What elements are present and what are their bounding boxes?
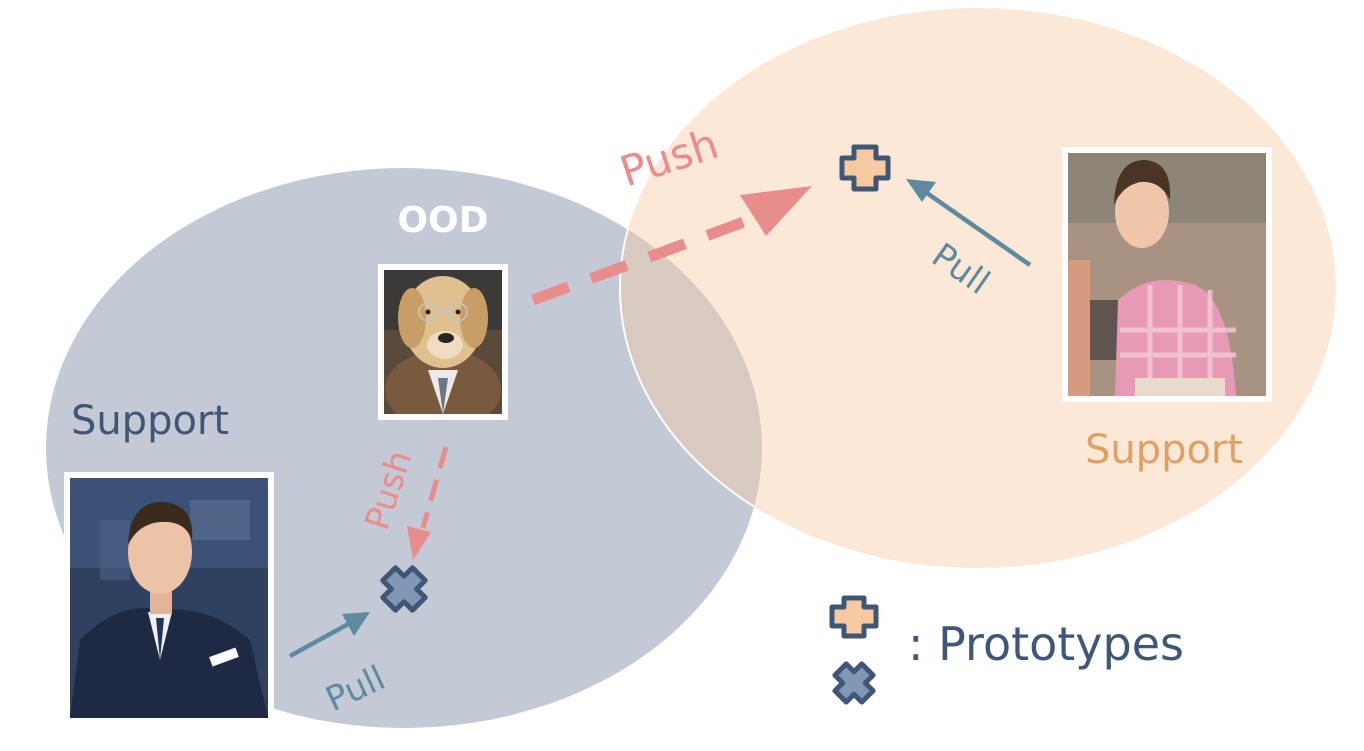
pull-arrow-right xyxy=(906,179,1032,267)
support-photo-right xyxy=(1062,147,1272,402)
legend-plus-icon xyxy=(829,595,879,639)
prototype-plus-icon xyxy=(839,144,891,192)
pull-arrow-left xyxy=(288,612,370,658)
legend-text: : Prototypes xyxy=(908,617,1184,671)
prototype-cross-icon xyxy=(380,565,428,613)
push-arrow-mid xyxy=(407,446,449,560)
support-photo-left xyxy=(64,472,274,724)
support-label-right: Support xyxy=(1085,427,1243,473)
cluster-right-outline xyxy=(619,168,762,569)
ood-label: OOD xyxy=(397,200,488,241)
push-arrow-top xyxy=(531,186,812,306)
ood-photo xyxy=(378,264,508,420)
legend-cross-icon xyxy=(832,661,876,705)
support-label-left: Support xyxy=(71,398,229,444)
